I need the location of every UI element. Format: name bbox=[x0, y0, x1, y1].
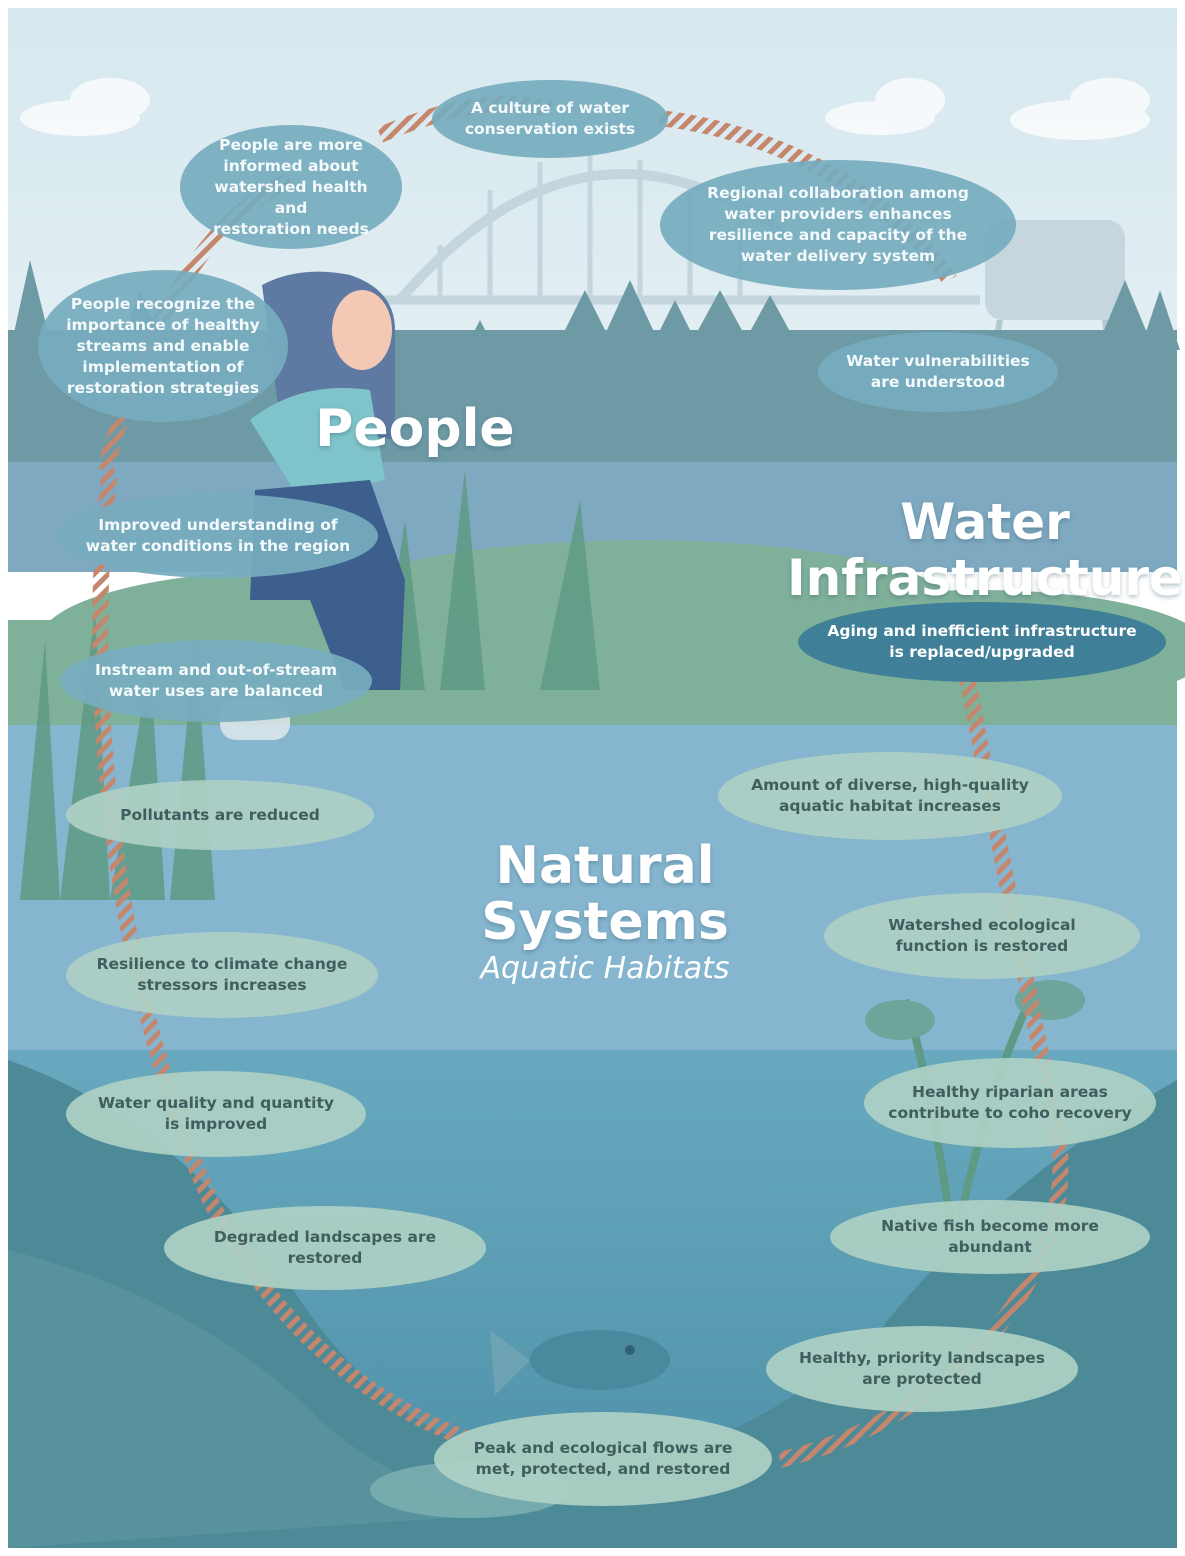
outcome-text-line: Pollutants are reduced bbox=[120, 805, 320, 824]
outcome-bubble-recognize: People recognize the importance of health… bbox=[38, 270, 288, 422]
outcome-text: Water quality and quantity is improved bbox=[98, 1093, 334, 1135]
outcome-text: Native fish become more abundant bbox=[852, 1216, 1128, 1258]
outcome-text: Healthy, priority landscapes are protecte… bbox=[799, 1348, 1045, 1390]
outcome-text-line: Instream and out-of-stream bbox=[94, 661, 338, 679]
clouds bbox=[20, 78, 1150, 140]
outcome-bubble-degraded: Degraded landscapes are restored bbox=[164, 1206, 486, 1290]
outcome-text-line: are understood bbox=[870, 373, 1006, 391]
outcome-text: Resilience to climate change stressors in… bbox=[97, 954, 348, 996]
outcome-bubble-flows: Peak and ecological flows are met, protec… bbox=[434, 1412, 772, 1506]
water-infrastructure-heading-line1: Water bbox=[900, 493, 1070, 551]
outcome-text-line: water conditions in the region bbox=[85, 537, 351, 555]
natural-systems-heading-line2: Systems bbox=[481, 892, 729, 952]
outcome-bubble-priority: Healthy, priority landscapes are protecte… bbox=[766, 1326, 1078, 1412]
outcome-text-line: Water quality and quantity bbox=[98, 1094, 334, 1112]
outcome-text-line: Regional collaboration among bbox=[707, 184, 969, 202]
outcome-text: Improved understanding of water condition… bbox=[86, 515, 350, 557]
outcome-text: Degraded landscapes are restored bbox=[186, 1227, 464, 1269]
outcome-bubble-watershed: Watershed ecological function is restored bbox=[824, 893, 1140, 979]
outcome-bubble-instream: Instream and out-of-stream water uses are… bbox=[60, 640, 372, 722]
outcome-bubble-quality: Water quality and quantity is improved bbox=[66, 1071, 366, 1157]
outcome-bubble-riparian: Healthy riparian areas contribute to coho… bbox=[864, 1058, 1156, 1148]
outcome-bubble-pollutants: Pollutants are reduced bbox=[66, 780, 374, 850]
outcome-text: Pollutants are reduced bbox=[120, 805, 320, 826]
outcome-text-line: water providers enhances bbox=[724, 205, 952, 223]
outcome-text-line: Aging and inefficient infrastructure bbox=[827, 622, 1137, 640]
outcome-text: Amount of diverse, high-quality aquatic h… bbox=[751, 775, 1029, 817]
outcome-text: Peak and ecological flows are met, protec… bbox=[474, 1438, 733, 1480]
outcome-text-line: Resilience to climate change bbox=[96, 955, 348, 973]
outcome-text-line: Watershed ecological bbox=[888, 916, 1076, 934]
outcome-text: Aging and inefficient infrastructure is r… bbox=[827, 621, 1136, 663]
outcome-bubble-vulnerabilities: Water vulnerabilities are understood bbox=[818, 332, 1058, 412]
outcome-text-line: People are more bbox=[219, 135, 363, 154]
outcome-bubble-fish: Native fish become more abundant bbox=[830, 1200, 1150, 1274]
fish bbox=[490, 1330, 670, 1395]
outcome-text-line: aquatic habitat increases bbox=[778, 797, 1002, 815]
outcome-text-line: Healthy riparian areas bbox=[912, 1083, 1108, 1101]
natural-systems-heading-line1: Natural bbox=[495, 836, 715, 896]
outcome-text-line: stressors increases bbox=[137, 976, 307, 994]
outcome-text-line: conservation exists bbox=[464, 120, 636, 138]
outcome-text: A culture of water conservation exists bbox=[465, 98, 635, 140]
natural-systems-heading: Natural Systems bbox=[460, 838, 750, 950]
outcome-text-line: informed about bbox=[223, 156, 359, 175]
outcome-text-line: function is restored bbox=[895, 937, 1069, 955]
outcome-text-line: is improved bbox=[164, 1115, 268, 1133]
outcome-bubble-aging: Aging and inefficient infrastructure is r… bbox=[798, 602, 1166, 682]
outcome-text: Instream and out-of-stream water uses are… bbox=[95, 660, 337, 702]
outcome-text-line: water delivery system bbox=[740, 247, 936, 265]
outcome-text-line: restoration needs bbox=[213, 219, 369, 238]
outcome-text: People recognize the importance of health… bbox=[66, 294, 260, 399]
water-infrastructure-heading: Water Infrastructure bbox=[760, 494, 1185, 606]
outcome-bubble-habitat: Amount of diverse, high-quality aquatic h… bbox=[718, 752, 1062, 840]
outcome-text: Watershed ecological function is restored bbox=[888, 915, 1076, 957]
outcome-text-line: Water vulnerabilities bbox=[846, 352, 1030, 370]
outcome-text-line: Degraded landscapes are restored bbox=[213, 1228, 437, 1267]
outcome-text-line: Peak and ecological flows are bbox=[473, 1439, 733, 1457]
outcome-text-line: Native fish become more abundant bbox=[881, 1217, 1099, 1256]
outcome-bubble-resilience: Resilience to climate change stressors in… bbox=[66, 932, 378, 1018]
outcome-text-line: implementation of bbox=[82, 357, 244, 376]
outcome-text-line: restoration strategies bbox=[66, 378, 260, 397]
outcome-text-line: are protected bbox=[862, 1370, 982, 1388]
outcome-text-line: water uses are balanced bbox=[108, 682, 324, 700]
outcome-bubble-understanding: Improved understanding of water condition… bbox=[58, 494, 378, 578]
natural-systems-subtitle: Aquatic Habitats bbox=[480, 951, 730, 986]
outcome-text-line: Amount of diverse, high-quality bbox=[751, 776, 1029, 794]
outcome-text-line: contribute to coho recovery bbox=[888, 1104, 1132, 1122]
water-infrastructure-heading-line2: Infrastructure bbox=[787, 549, 1183, 607]
outcome-bubble-informed: People are more informed about watershed h… bbox=[180, 125, 402, 249]
outcome-text-line: watershed health and bbox=[214, 177, 368, 217]
outcome-text-line: resilience and capacity of the bbox=[708, 226, 968, 244]
outcome-bubble-conservation: A culture of water conservation exists bbox=[432, 80, 668, 158]
outcome-text-line: streams and enable bbox=[76, 336, 250, 355]
outcome-text-line: Healthy, priority landscapes bbox=[798, 1349, 1046, 1367]
outcome-text: Regional collaboration among water provid… bbox=[707, 183, 969, 267]
outcome-text-line: met, protected, and restored bbox=[475, 1460, 731, 1478]
outcome-text-line: A culture of water bbox=[470, 99, 630, 117]
outcome-text: People are more informed about watershed h… bbox=[202, 135, 380, 240]
outcome-text-line: People recognize the bbox=[70, 294, 256, 313]
outcome-text: Water vulnerabilities are understood bbox=[846, 351, 1030, 393]
outcome-text-line: is replaced/upgraded bbox=[889, 643, 1075, 661]
outcome-text-line: Improved understanding of bbox=[98, 516, 338, 534]
outcome-text-line: importance of healthy bbox=[66, 315, 260, 334]
outcome-bubble-collaboration: Regional collaboration among water provid… bbox=[660, 160, 1016, 290]
people-heading: People bbox=[315, 399, 515, 459]
outcome-text: Healthy riparian areas contribute to coho… bbox=[888, 1082, 1131, 1124]
